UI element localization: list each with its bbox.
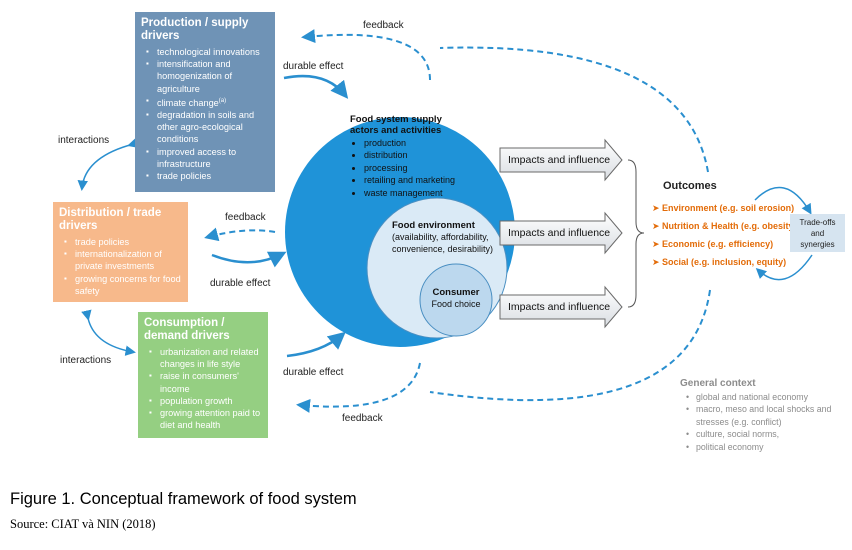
feedback-label-bottom: feedback (342, 413, 383, 424)
outcome-item-nutrition: ➤ Nutrition & Health (e.g. obesity) (652, 221, 797, 231)
environment-title: Food environment (392, 220, 475, 231)
outcome-item-economic: ➤ Economic (e.g. efficiency) (652, 239, 774, 249)
distribution-drivers-box: Distribution / trade drivers trade polic… (53, 202, 188, 302)
environment-desc: (availability, affordability, convenienc… (392, 232, 494, 254)
tradeoffs-line: Trade-offs (799, 218, 836, 227)
tradeoffs-line: synergies (800, 240, 835, 249)
production-item: improved access to infrastructure (146, 146, 269, 170)
production-item: trade policies (146, 170, 269, 182)
supply-actors-block: Food system supply actors and activities… (350, 114, 465, 199)
general-context-item: culture, social norms, (686, 428, 846, 441)
outcome-item-environment: ➤ Environment (e.g. soil erosion) (652, 203, 795, 213)
supply-item: production (364, 137, 465, 149)
consumption-drivers-box: Consumption / demand drivers urbanizatio… (138, 312, 268, 438)
climate-footnote: (a) (218, 97, 227, 104)
outcomes-feedback-arc-bottom (429, 289, 711, 402)
production-item: degradation in soils and other agro-ecol… (146, 109, 269, 146)
distribution-item: trade policies (64, 236, 182, 248)
consumer-desc: Food choice (431, 299, 481, 309)
consumption-item: raise in consumers' income (149, 370, 262, 394)
supply-item: distribution (364, 149, 465, 161)
general-context-item: global and national economy (686, 391, 846, 404)
general-context-item: political economy (686, 441, 846, 454)
impact-arrow-1 (499, 138, 623, 182)
production-item: technological innovations (146, 46, 269, 58)
distribution-list: trade policies internationalization of p… (59, 236, 182, 297)
production-list: technological innovations intensificatio… (141, 46, 269, 183)
feedback-arrow-middle (204, 227, 276, 242)
feedback-label-middle: feedback (225, 212, 266, 223)
distribution-title: Distribution / trade drivers (59, 207, 162, 232)
consumption-title: Consumption / demand drivers (144, 317, 230, 342)
tradeoffs-line: and (810, 229, 825, 238)
production-drivers-box: Production / supply drivers technologica… (135, 12, 275, 192)
figure-source: Source: CIAT và NIN (2018) (10, 517, 156, 531)
feedback-arrow-top (301, 29, 431, 81)
consumer-title: Consumer (432, 287, 480, 298)
impact-arrow-3 (499, 285, 623, 329)
durable-arrow-production (283, 74, 349, 99)
outcome-text: Nutrition & Health (e.g. obesity) (662, 221, 797, 231)
supply-item: waste management (364, 187, 465, 199)
outcome-item-social: ➤ Social (e.g. inclusion, equity) (652, 257, 787, 267)
food-environment-block: Food environment (availability, affordab… (392, 220, 502, 255)
general-context-list: global and national economy macro, meso … (680, 391, 846, 453)
durable-effect-label-bottom: durable effect (283, 367, 344, 378)
tradeoffs-loop-top (754, 186, 812, 215)
general-context-item: macro, meso and local shocks and stresse… (686, 403, 846, 428)
production-item: climate change(a) (146, 95, 269, 109)
outcome-text: Economic (e.g. efficiency) (662, 239, 774, 249)
figure-caption: Figure 1. Conceptual framework of food s… (10, 490, 357, 508)
impact-label-2: Impacts and influence (508, 227, 611, 239)
consumption-item: urbanization and related changes in life… (149, 346, 262, 370)
supply-item: retailing and marketing (364, 174, 465, 186)
supply-list: production distribution processing retai… (350, 137, 465, 199)
durable-arrow-distribution (211, 251, 287, 268)
outcome-text: Environment (e.g. soil erosion) (662, 203, 795, 213)
interactions-arrow-bottom (81, 309, 136, 356)
production-title: Production / supply drivers (141, 17, 249, 42)
consumption-item: growing attention paid to diet and healt… (149, 407, 262, 431)
interactions-label-bottom: interactions (60, 355, 112, 366)
distribution-item: internationalization of private investme… (64, 248, 182, 272)
production-item: intensification and homogenization of ag… (146, 58, 269, 95)
consumer-circle (419, 263, 493, 337)
supply-item: processing (364, 162, 465, 174)
tradeoffs-loop-bottom (755, 254, 813, 281)
outcome-text: Social (e.g. inclusion, equity) (662, 257, 787, 267)
general-context-block: General context global and national econ… (680, 378, 846, 453)
tradeoffs-box: Trade-offs and synergies (790, 214, 845, 252)
interactions-label-top: interactions (58, 135, 110, 146)
production-item-text: climate change (157, 97, 219, 108)
outcome-bracket (627, 159, 645, 308)
consumer-block: Consumer Food choice (428, 287, 484, 310)
impact-arrow-2 (499, 211, 623, 255)
consumption-item: population growth (149, 395, 262, 407)
consumption-list: urbanization and related changes in life… (144, 346, 262, 431)
distribution-item: growing concerns for food safety (64, 273, 182, 297)
durable-effect-label-top: durable effect (283, 61, 344, 72)
feedback-label-top: feedback (363, 20, 404, 31)
outcomes-title: Outcomes (663, 180, 717, 192)
durable-effect-label-middle: durable effect (210, 278, 271, 289)
impact-label-3: Impacts and influence (508, 301, 611, 313)
general-context-title: General context (680, 378, 756, 389)
feedback-arrow-bottom (296, 362, 421, 413)
outcomes-feedback-arc-top (439, 46, 709, 173)
interactions-arrow-top (77, 137, 139, 191)
supply-title: Food system supply actors and activities (350, 114, 442, 136)
durable-arrow-consumption (286, 331, 346, 358)
impact-label-1: Impacts and influence (508, 154, 611, 166)
